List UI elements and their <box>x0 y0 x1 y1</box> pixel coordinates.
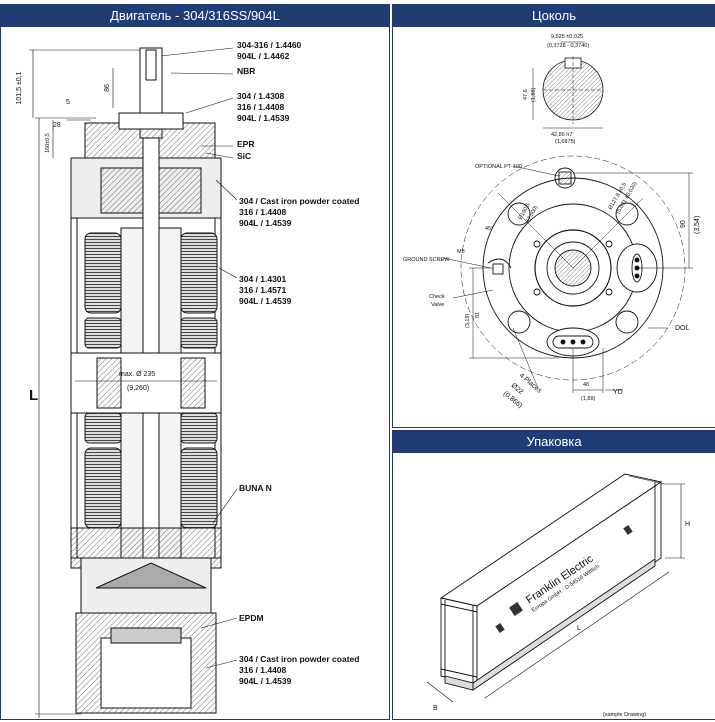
yd-label: YD <box>613 389 623 396</box>
dim-28: 28 <box>53 122 61 129</box>
dim-5: 5 <box>66 99 70 106</box>
base-material-3: 904L / 1.4539 <box>239 676 292 686</box>
packaging-box-drawing: Franklin Electric Europa GmbH - D-54516 … <box>426 473 690 718</box>
base-material-1: 304 / Cast iron powder coated <box>239 654 359 664</box>
motor-panel: Двигатель - 304/316SS/904L 101,5 ±0,1 86… <box>0 4 390 720</box>
length-label: L <box>29 387 38 404</box>
shaft-dimension-inch: (1,88) <box>531 87 537 102</box>
shaft-dimension: 47,6 <box>523 89 529 100</box>
dim-90-inch: (3,54) <box>694 216 701 234</box>
base-material-2: 316 / 1.4408 <box>239 665 287 675</box>
dim-b: B <box>433 705 438 712</box>
base-panel: Цоколь 9,525 ±0,025 (0,3728 - 0,3740) 47… <box>392 4 715 428</box>
dim-101: 101,5 ±0,1 <box>16 71 23 104</box>
top-material-1: 304 / 1.4308 <box>237 91 285 101</box>
shaft-material-2: 904L / 1.4462 <box>237 51 290 61</box>
packaging-panel-title: Упаковка <box>393 431 715 453</box>
dim-81: 81 <box>475 312 481 318</box>
epr-label: EPR <box>237 139 254 149</box>
packaging-panel: Упаковка Franklin Electric Europa GmbH -… <box>392 430 715 720</box>
check-valve-label-1: Check <box>429 294 445 300</box>
dim-86: 86 <box>104 84 111 92</box>
shaft-end-view <box>532 41 604 129</box>
dim-48: 48 <box>583 382 589 388</box>
glass-icon <box>623 525 633 535</box>
dim-top-small: 160±0,5 <box>45 133 51 153</box>
ground-screw-label: GROUND SCREW <box>403 257 450 263</box>
crate <box>439 473 666 691</box>
key-dimension: 9,525 ±0,025 <box>551 34 583 40</box>
shell-material-1: 304 / 1.4301 <box>239 274 287 284</box>
flange-dimension-lines <box>442 165 693 393</box>
dim-l: L <box>577 625 581 632</box>
shaft-diameter-inch: (1,6875) <box>555 139 576 145</box>
shell-material-3: 904L / 1.4539 <box>239 296 292 306</box>
nbr-label: NBR <box>237 66 255 76</box>
motor-body <box>70 47 222 714</box>
packaging-dimension-lines <box>426 483 685 703</box>
motor-panel-title: Двигатель - 304/316SS/904L <box>1 5 389 27</box>
dim-48-inch: (1,89) <box>581 396 596 402</box>
max-diameter-label: max. Ø 235 <box>119 371 155 378</box>
sic-label: SiC <box>237 151 251 161</box>
shaft-material-1: 304-316 / 1.4460 <box>237 40 302 50</box>
bracket-material-1: 304 / Cast iron powder coated <box>239 196 359 206</box>
angle-45: 45° <box>485 226 493 232</box>
top-material-3: 904L / 1.4539 <box>237 113 290 123</box>
dim-81-inch: (3,19) <box>465 313 471 328</box>
dol-label: DOL <box>675 325 690 332</box>
bracket-material-2: 316 / 1.4408 <box>239 207 287 217</box>
buna-label: BUNA N <box>239 483 272 493</box>
leader-lines <box>160 47 238 669</box>
ground-screw-size: M8 <box>457 249 465 255</box>
epdm-label: EPDM <box>239 613 264 623</box>
motor-cross-section-drawing: 101,5 ±0,1 86 28 5 160±0,5 L <box>16 40 359 718</box>
dim-h: H <box>685 521 690 528</box>
optional-pt100: OPTIONAL PT-100 <box>475 164 522 170</box>
sample-drawing-note: (sample Drawing) <box>603 712 646 718</box>
base-panel-title: Цоколь <box>393 5 715 27</box>
max-diameter-inch-label: (9,260) <box>127 385 149 392</box>
bracket-material-3: 904L / 1.4539 <box>239 218 292 228</box>
shaft-diameter: 42,86 h7 <box>551 132 572 138</box>
key-dimension-inch: (0,3728 - 0,3740) <box>547 43 589 49</box>
base-drawing: 9,525 ±0,025 (0,3728 - 0,3740) 47,6 (1,8… <box>403 34 701 410</box>
top-material-2: 316 / 1.4408 <box>237 102 285 112</box>
check-valve-label-2: Valve <box>431 302 444 308</box>
umbrella-icon <box>495 623 505 633</box>
dim-90: 90 <box>680 220 687 228</box>
logo-icon <box>509 602 523 616</box>
shell-material-2: 316 / 1.4571 <box>239 285 287 295</box>
dimension-lines <box>29 49 141 718</box>
